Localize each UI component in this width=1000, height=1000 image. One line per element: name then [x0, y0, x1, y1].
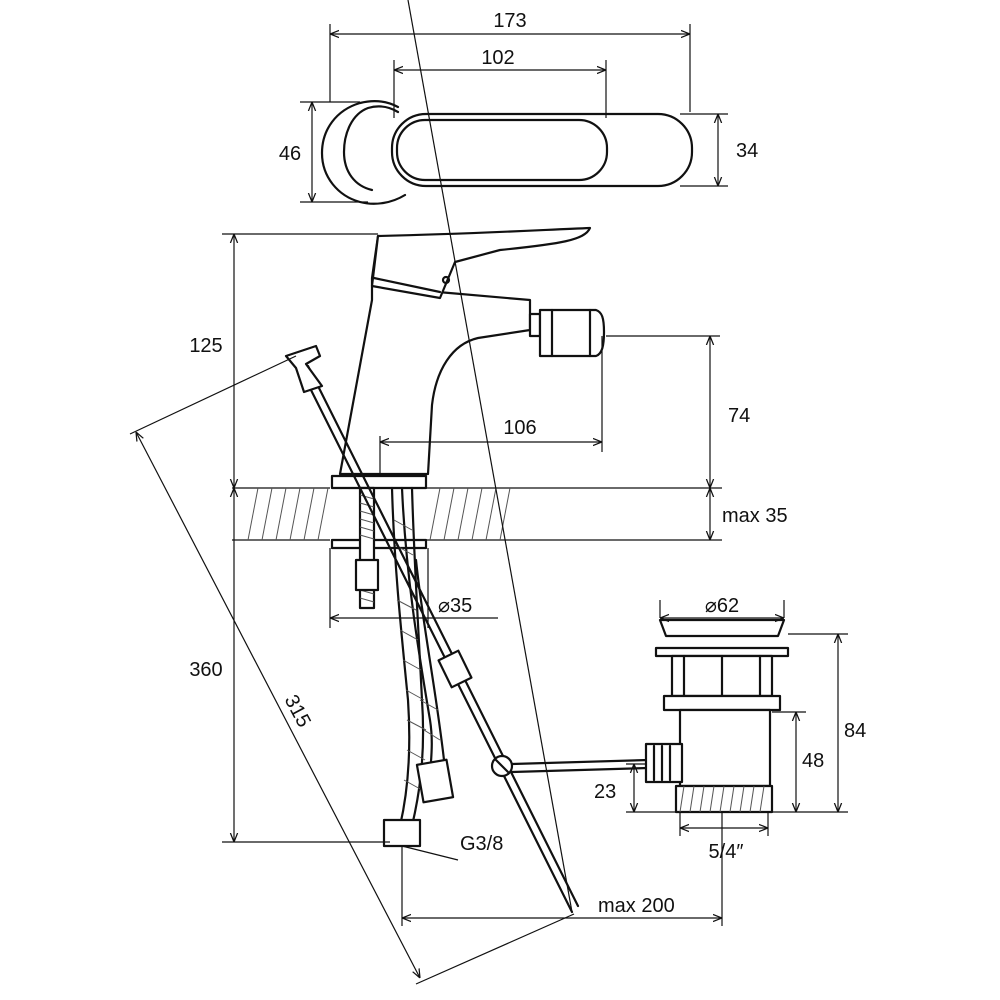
- dim-74: 74: [728, 405, 750, 427]
- top-view-body-inner: [342, 105, 400, 192]
- top-view-lever: [390, 112, 694, 188]
- faucet-lever: [370, 226, 592, 300]
- dim-315: 315: [280, 691, 315, 731]
- bidet-nozzle: [538, 308, 606, 358]
- label-g38: G3/8: [460, 833, 503, 855]
- waste-lever-knob: [644, 742, 684, 784]
- spout-connector: [528, 312, 542, 338]
- dim-max-35: max 35: [722, 505, 788, 527]
- dim-diameter-35: ⌀35: [438, 595, 472, 617]
- dim-84: 84: [844, 720, 866, 742]
- faucet-side-view: [232, 226, 722, 914]
- hose-nut-right: [415, 758, 455, 804]
- side-view-dimensions: 125 360 315 106 74 max 35 ⌀35 G3/8: [129, 0, 866, 985]
- waste-valve: [644, 618, 790, 814]
- popup-rod: [298, 366, 574, 914]
- top-view-body-outline: [320, 100, 407, 205]
- dim-max-200: max 200: [598, 895, 675, 917]
- countertop: [232, 487, 722, 541]
- popup-knob: [284, 344, 324, 394]
- dim-diameter-62: ⌀62: [705, 595, 739, 617]
- top-view: 173 102 46 34: [279, 10, 758, 205]
- dim-173: 173: [493, 10, 526, 32]
- dim-102: 102: [481, 47, 514, 69]
- top-view-lever-inner: [395, 118, 609, 182]
- dim-48: 48: [802, 750, 824, 772]
- mounting-nut: [354, 558, 380, 592]
- dim-34: 34: [736, 140, 758, 162]
- dim-106: 106: [503, 417, 536, 439]
- dim-125: 125: [189, 335, 222, 357]
- dim-360: 360: [189, 659, 222, 681]
- dim-46: 46: [279, 143, 301, 165]
- dim-thread-5-4: 5/4″: [709, 841, 744, 863]
- waste-cap: [658, 618, 786, 638]
- waste-body: [678, 708, 772, 788]
- dim-23: 23: [594, 781, 616, 803]
